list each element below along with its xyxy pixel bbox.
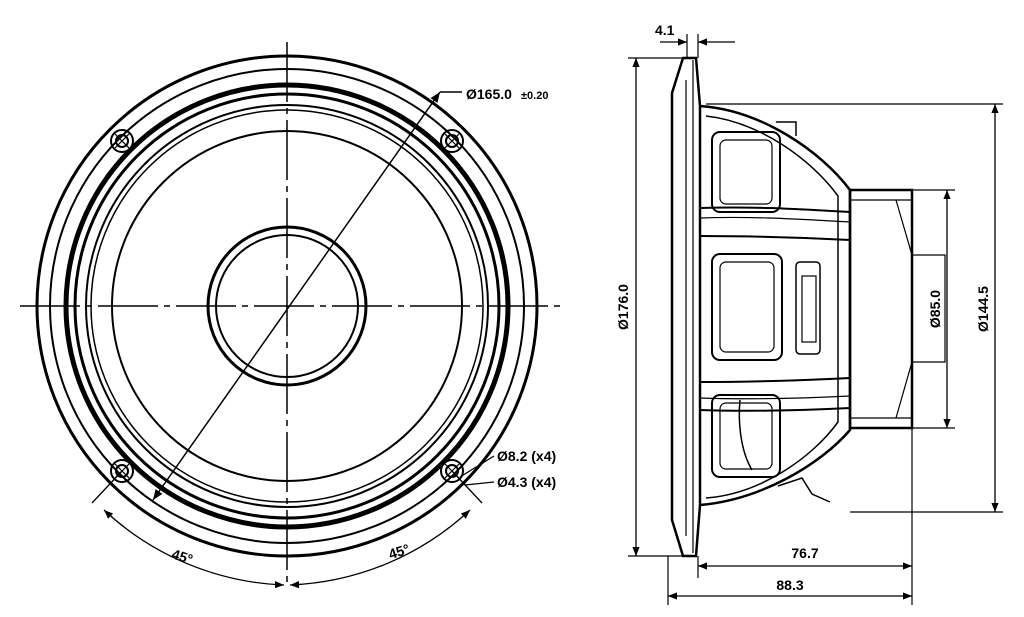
basket-window-middle [711,253,783,361]
flange [670,56,702,558]
mounting-hole-top-left [110,129,134,153]
hole-inner-leader [464,481,495,486]
hole-outer-label: Ø8.2 (x4) [497,448,556,464]
magnet-diameter-label: Ø85.0 [927,290,943,328]
angle-right-label: 45° [386,541,411,563]
terminal-top [776,121,797,136]
basket-window-top [711,131,781,213]
flange-thickness-label: 4.1 [655,22,675,38]
rear-diameter-label: Ø144.5 [975,286,991,332]
magnet-depth-label: 76.7 [791,545,818,561]
hole-outer-leader [459,455,495,478]
outer-diameter-label: Ø165.0 [466,86,512,102]
hole-inner-label: Ø4.3 (x4) [497,474,556,490]
outer-diameter-tolerance: ±0.20 [521,90,548,102]
magnet [848,188,914,430]
front-view: Ø165.0 ±0.20 Ø8.2 (x4) Ø4.3 (x4) 45° 45° [20,42,560,589]
angle-arc-left [103,509,285,589]
angle-arc-right [289,509,471,589]
side-view: 4.1 Ø176.0 Ø85.0 Ø144.5 76.7 88.3 [615,22,1003,605]
overall-depth-label: 88.3 [776,577,803,593]
basket-outline [699,104,852,507]
diameter-leader [152,91,441,501]
frame-diameter-label: Ø176.0 [615,284,631,330]
terminal-bottom [777,477,831,503]
angle-left-label: 45° [170,546,195,568]
basket-window-bottom [711,394,781,478]
mounting-hole-top-right [440,129,464,153]
